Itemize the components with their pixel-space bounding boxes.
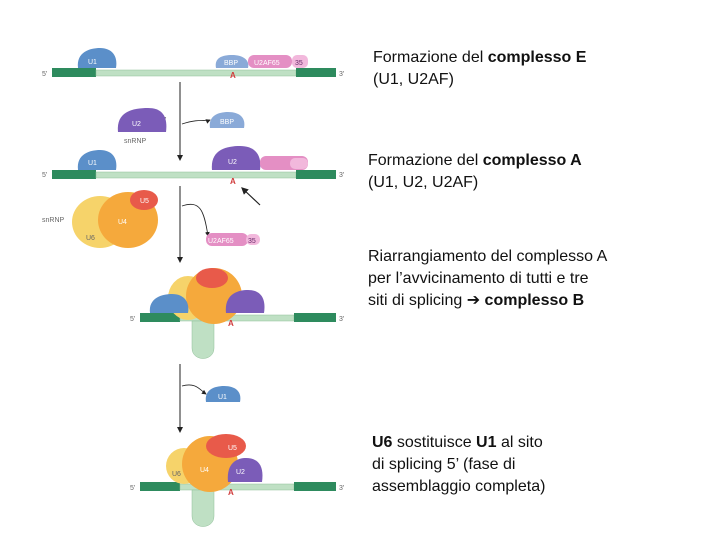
caption-a-prefix: Formazione del <box>368 152 483 169</box>
bbp-protein <box>215 55 249 68</box>
tri-u6-label: U6 <box>86 235 95 242</box>
caption-d-line2: di splicing 5’ (fase di <box>372 456 516 473</box>
bbp-label: BBP <box>224 60 238 67</box>
u1-snrnp-2 <box>77 150 117 170</box>
leaving-u1-label: U1 <box>218 394 227 401</box>
u1-snrnp-3 <box>149 294 189 313</box>
exon-left-1 <box>52 68 96 77</box>
leaving-u2af35 <box>246 234 260 245</box>
exon-left-3 <box>140 313 180 322</box>
caption-e-line2: (U1, U2AF) <box>373 71 454 88</box>
intron-2 <box>95 171 297 179</box>
exon-left-4 <box>140 482 180 491</box>
exon-right-3 <box>294 313 336 322</box>
three-prime-label-3: 3' <box>339 316 344 323</box>
five-prime-label-3: 5' <box>130 316 135 323</box>
step-complex-b: 5' 3' A <box>130 268 344 359</box>
caption-d-bold1: U6 <box>372 434 393 451</box>
u2af65-label-1: U2AF65 <box>254 60 280 67</box>
branch-site-a-1: A <box>230 71 236 80</box>
caption-b-line3-bold: complesso B <box>480 292 585 309</box>
caption-a-bold: complesso A <box>482 152 582 169</box>
u5-label-4: U5 <box>228 445 237 452</box>
incoming-u2-snrnp <box>117 108 167 132</box>
u2-label-2: U2 <box>228 159 237 166</box>
exon-right-2 <box>296 170 336 179</box>
step-complex-e: 5' 3' U1 BBP U2AF65 35 A <box>42 48 344 80</box>
leaving-u2af65-label: U2AF65 <box>208 238 234 245</box>
caption-e-bold: complesso E <box>487 49 587 66</box>
leaving-u2af35-label: 35 <box>248 238 256 245</box>
caption-a-line2: (U1, U2, U2AF) <box>368 174 479 191</box>
intron-loop-4 <box>191 489 215 527</box>
caption-complex-a: Formazione del complesso A (U1, U2, U2AF… <box>368 150 582 194</box>
caption-d-mid1: sostituisce <box>392 434 477 451</box>
five-prime-label-2: 5' <box>42 172 47 179</box>
incoming-snrnp-label: snRNP <box>124 138 147 145</box>
caption-d-line3: assemblaggio completa) <box>372 478 546 495</box>
incoming-u2-label: U2 <box>132 121 141 128</box>
branch-site-a-2: A <box>230 177 236 186</box>
caption-complex-e: Formazione del complesso E (U1, U2AF) <box>373 47 586 91</box>
curve-bbp-leave <box>181 119 211 125</box>
caption-d-suffix1: al sito <box>496 434 543 451</box>
u4-label-4: U4 <box>200 467 209 474</box>
u6-label-4: U6 <box>172 471 181 478</box>
leaving-bbp-label: BBP <box>220 119 234 126</box>
leaving-u1-snrnp <box>205 386 241 402</box>
u2af35-protein-1 <box>292 55 308 68</box>
caption-b-line2: per l’avvicinamento di tutti e tre <box>368 270 589 287</box>
u2af65-protein-1 <box>248 55 292 68</box>
tri-snrnp-label: snRNP <box>42 217 65 224</box>
u5-shape-4 <box>206 434 246 458</box>
leaving-bbp <box>209 112 245 128</box>
u2af35-label-1: 35 <box>295 60 303 67</box>
leaving-u2af65 <box>206 233 248 246</box>
three-prime-label-2: 3' <box>339 172 344 179</box>
u2-label-4: U2 <box>236 469 245 476</box>
step-complex-a: 5' 3' U1 U2 A <box>42 146 344 206</box>
u5-shape-3 <box>196 268 228 288</box>
intron-1 <box>95 69 297 77</box>
branch-point-pointer <box>241 187 261 206</box>
incoming-tri-snrnp: U5 U4 U6 snRNP <box>42 190 158 248</box>
caption-b-line3-prefix: siti di splicing <box>368 292 467 309</box>
exon-left-2 <box>52 170 96 179</box>
five-prime-label-4: 5' <box>130 485 135 492</box>
curve-u1-leave <box>181 384 207 395</box>
u2-snrnp-3 <box>225 290 265 313</box>
intron-loop-3 <box>191 320 215 359</box>
caption-complex-b: Riarrangiamento del complesso A per l’av… <box>368 246 607 312</box>
tri-u5-label: U5 <box>140 198 149 205</box>
u2-snrnp-2 <box>211 146 261 170</box>
branch-site-a-3: A <box>228 319 234 328</box>
u1-snrnp-1 <box>77 48 117 68</box>
three-prime-label-1: 3' <box>339 71 344 78</box>
step-complete-assembly: 5' 3' U5 U4 U6 U2 A <box>130 434 344 527</box>
exon-right-4 <box>294 482 336 491</box>
caption-b-line1: Riarrangiamento del complesso A <box>368 248 608 265</box>
caption-assembly-complete: U6 sostituisce U1 al sito di splicing 5’… <box>372 432 545 498</box>
caption-b-arrow-icon: ➔ <box>466 292 481 309</box>
tri-u4-label: U4 <box>118 219 127 226</box>
tri-u5-shape <box>130 190 158 210</box>
three-prime-label-4: 3' <box>339 485 344 492</box>
branch-site-a-4: A <box>228 488 234 497</box>
u2-snrnp-4 <box>227 458 263 482</box>
caption-d-bold2: U1 <box>476 434 497 451</box>
exon-right-1 <box>296 68 336 77</box>
curve-u2af-leave <box>181 204 210 237</box>
u2af35-protein-2 <box>290 158 308 169</box>
u1-label-1: U1 <box>88 59 97 66</box>
five-prime-label-1: 5' <box>42 71 47 78</box>
caption-e-prefix: Formazione del <box>373 49 488 66</box>
u1-label-2: U1 <box>88 160 97 167</box>
